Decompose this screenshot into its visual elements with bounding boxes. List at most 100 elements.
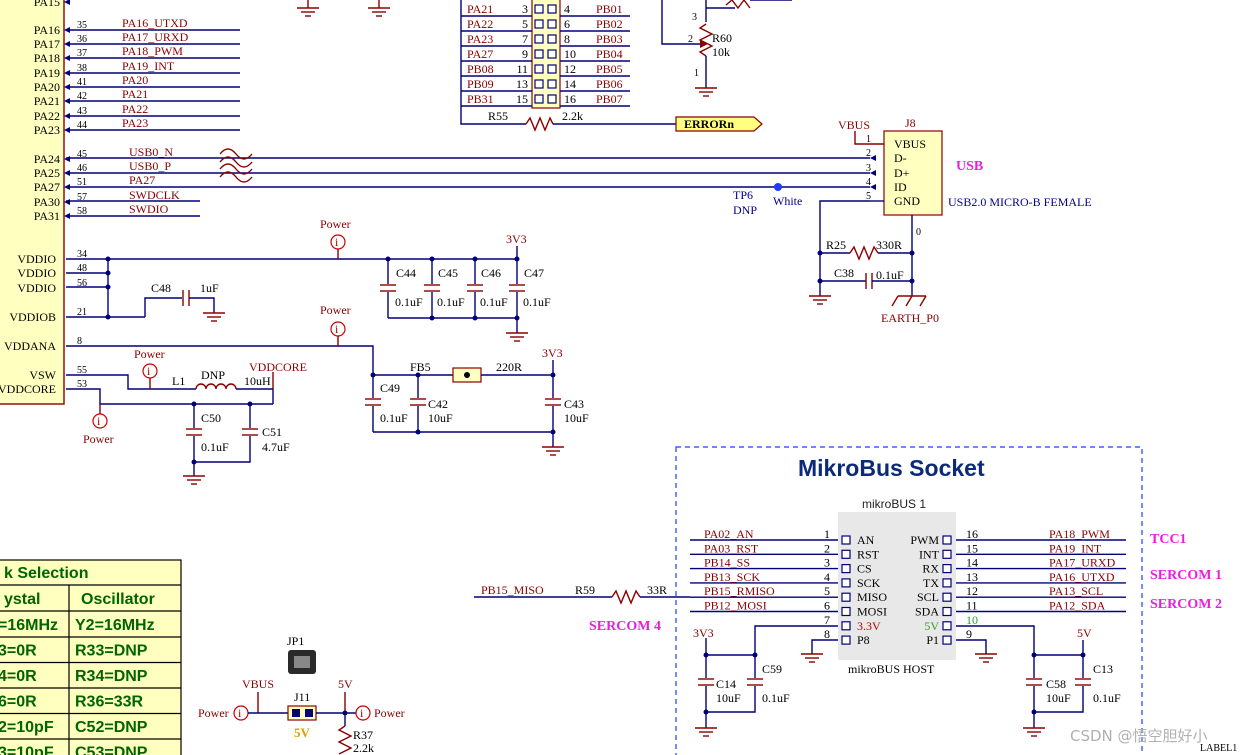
c14-value: 10uF	[716, 691, 741, 705]
mikro-left-net: PB12_MOSI	[704, 599, 767, 613]
mcu-pin-number: 46	[77, 163, 87, 174]
watermark-text: CSDN @悟空胆好小	[1070, 727, 1208, 745]
mikro-left-net: PB15_RMISO	[704, 584, 775, 598]
mcu-pin-number: 35	[77, 20, 87, 31]
fb5-value: 220R	[496, 360, 522, 374]
mikro-left-num: 6	[824, 599, 830, 613]
mikro-pin-pad	[942, 621, 952, 631]
r60-pin2: 2	[688, 34, 693, 45]
c38-ref: C38	[834, 266, 854, 280]
mikro-left-net: PB14_SS	[704, 556, 750, 570]
mcu-pin-name: PA16	[34, 23, 60, 37]
usb-pin-name: D+	[894, 166, 910, 180]
usb-connector: USB J8 USB2.0 MICRO-B FEMALE VBUS	[838, 116, 1092, 216]
vddcore-network: i Power L1 DNP 10uH VDDCORE i Power C50 …	[66, 347, 307, 485]
mikro-left-num: 5	[824, 584, 830, 598]
rail-3v3-2: 3V3	[542, 346, 563, 360]
mcu-pin-number: 21	[77, 307, 87, 318]
r59-value: 33R	[647, 583, 667, 597]
c43-ref: C43	[564, 397, 584, 411]
c58-value: 10uF	[1046, 691, 1071, 705]
mikrobus-body	[838, 512, 956, 660]
c51-ref: C51	[262, 425, 282, 439]
mikro-right-num: 11	[966, 599, 978, 613]
mikro-pin-pad	[942, 635, 952, 645]
mikro-left-net: PB13_SCK	[704, 570, 760, 584]
header-left-num: 9	[522, 47, 528, 61]
clock-table-cell: 2=10pF	[0, 719, 54, 736]
tp6-value: DNP	[733, 203, 757, 217]
jumper-network: JP1 VBUS i Power J11 5V 5V i Power R37 2…	[198, 634, 405, 755]
usb-pin-number: 5	[866, 191, 871, 202]
mikro-left-num: 2	[824, 541, 830, 555]
mikro-right-num: 10	[966, 613, 978, 627]
mikro-left-net: PA02_AN	[704, 527, 754, 541]
usb-vbus-label: VBUS	[838, 118, 870, 132]
c49-value: 0.1uF	[380, 411, 408, 425]
usb-title: USB	[956, 159, 983, 174]
mcu-pin-name: PA23	[34, 123, 60, 137]
clock-table-header: ystal	[4, 591, 40, 608]
mcu-pin-number: 37	[77, 48, 87, 59]
vddio-network: C48 1uF i Power 3V3	[66, 217, 529, 342]
header-right-net: PB07	[596, 92, 623, 106]
mikro-right-num: 14	[966, 556, 978, 570]
svg-text:i: i	[97, 414, 101, 428]
cap-ref: C46	[481, 266, 501, 280]
mikro-right-pin-name: SCL	[917, 590, 939, 604]
pin-arrow-icon	[64, 41, 70, 47]
c48-ref: C48	[151, 281, 171, 295]
sercom1-label: SERCOM 1	[1150, 568, 1222, 583]
pin-arrow-icon	[64, 0, 70, 5]
header-right-num: 16	[564, 92, 576, 106]
pin-arrow-icon	[64, 156, 70, 162]
pin-arrow-icon	[64, 27, 70, 33]
svg-text:i: i	[238, 706, 242, 720]
mcu-pin-name: VDDIO	[17, 266, 56, 280]
usb-pin-name: ID	[894, 180, 907, 194]
usb-pin-number: 2	[866, 148, 871, 159]
mcu-pin-name: PA24	[34, 152, 60, 166]
c13-ref: C13	[1093, 662, 1113, 676]
c49-ref: C49	[380, 381, 400, 395]
pin-arrow-icon	[64, 113, 70, 119]
mcu-net-label: PA17_URXD	[122, 30, 189, 44]
testpoint-icon	[774, 183, 782, 191]
mcu-pin-number: 42	[77, 91, 87, 102]
mikro-left-pin-name: RST	[857, 547, 880, 561]
vddana-network: i Power FB5 220R 3V3 C49 0.1uF C42 10uF …	[66, 303, 589, 456]
mcu-net-label: PA16_UTXD	[122, 16, 188, 30]
r55-value: 2.2k	[562, 109, 583, 123]
usb-shield-pin: 0	[916, 227, 921, 238]
clock-table-title: k Selection	[4, 565, 88, 582]
clock-table-cell: Y2=16MHz	[75, 617, 155, 634]
header-right-num: 14	[564, 77, 576, 91]
mikro-pin-pad	[942, 549, 952, 559]
c50-ref: C50	[201, 411, 221, 425]
mikro-right-net: PA12_SDA	[1049, 599, 1106, 613]
c59-value: 0.1uF	[762, 691, 790, 705]
c59-ref: C59	[762, 662, 782, 676]
header-pin-pad	[547, 94, 557, 104]
cap-value: 0.1uF	[480, 295, 508, 309]
mikro-pin-pad	[841, 563, 851, 574]
mcu-pin-name: VDDANA	[4, 339, 56, 353]
tp6-testpoint: TP6 DNP White	[733, 183, 802, 217]
power-label-1: Power	[320, 217, 351, 231]
rail-3v3-1: 3V3	[506, 232, 527, 246]
mikro-left-num: 7	[824, 613, 830, 627]
clock-table-header: Oscillator	[81, 591, 155, 608]
mcu-pin-name: VSW	[29, 368, 56, 382]
header-pin-pad	[547, 49, 557, 59]
r37-ref: R37	[353, 728, 373, 742]
mikro-right-pin-name: SDA	[915, 605, 939, 619]
tcc1-label: TCC1	[1150, 532, 1187, 547]
mcu-pin-number: 51	[77, 177, 87, 188]
mikrobus-ref: mikroBUS 1	[862, 497, 926, 511]
mcu-net-label: PA18_PWM	[122, 44, 183, 58]
mikro-rail-5v: 5V	[1077, 626, 1092, 640]
cap-ref: C45	[438, 266, 458, 280]
mikro-right-net: PA16_UTXD	[1049, 570, 1115, 584]
